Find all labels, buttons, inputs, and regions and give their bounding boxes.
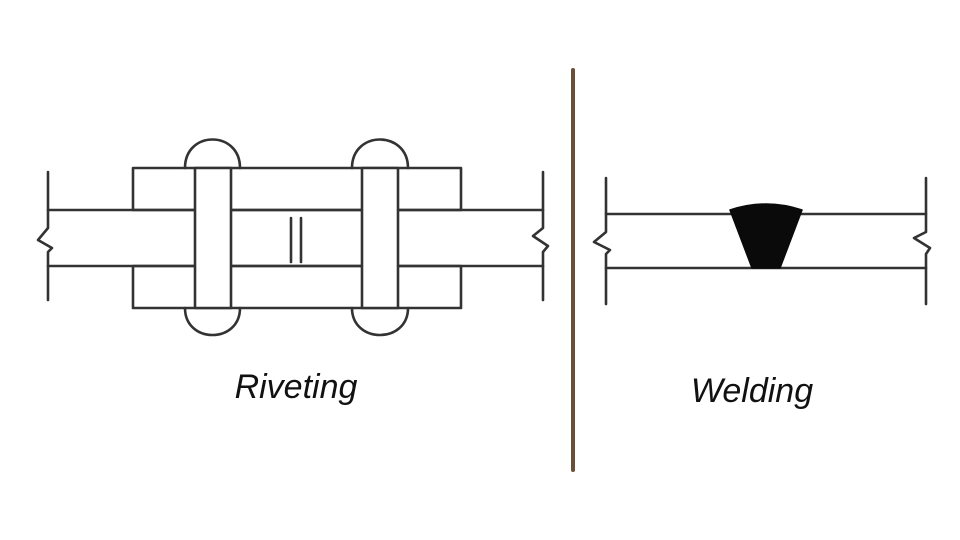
weld-right-break-line: [912, 176, 932, 306]
riveting-caption: Riveting: [234, 368, 358, 406]
left-rivet: [183, 138, 242, 337]
right-rivet-bottom-head: [350, 306, 410, 337]
lower-cover-plate: [131, 264, 463, 310]
right-rivet-top-head: [350, 138, 410, 170]
right-rivet: [350, 138, 410, 337]
riveted-joint: [36, 138, 550, 337]
welded-joint: [592, 176, 932, 306]
welding-caption: Welding: [690, 372, 814, 410]
right-rivet-shank: [360, 166, 400, 310]
left-rivet-top-head: [183, 138, 242, 170]
weld-bead: [729, 203, 803, 269]
left-rivet-shank: [193, 166, 233, 310]
left-break-line: [36, 170, 54, 302]
upper-cover-plate: [131, 166, 463, 212]
right-break-line: [531, 170, 550, 302]
weld-left-break-line: [592, 176, 612, 306]
left-rivet-bottom-head: [183, 306, 242, 337]
